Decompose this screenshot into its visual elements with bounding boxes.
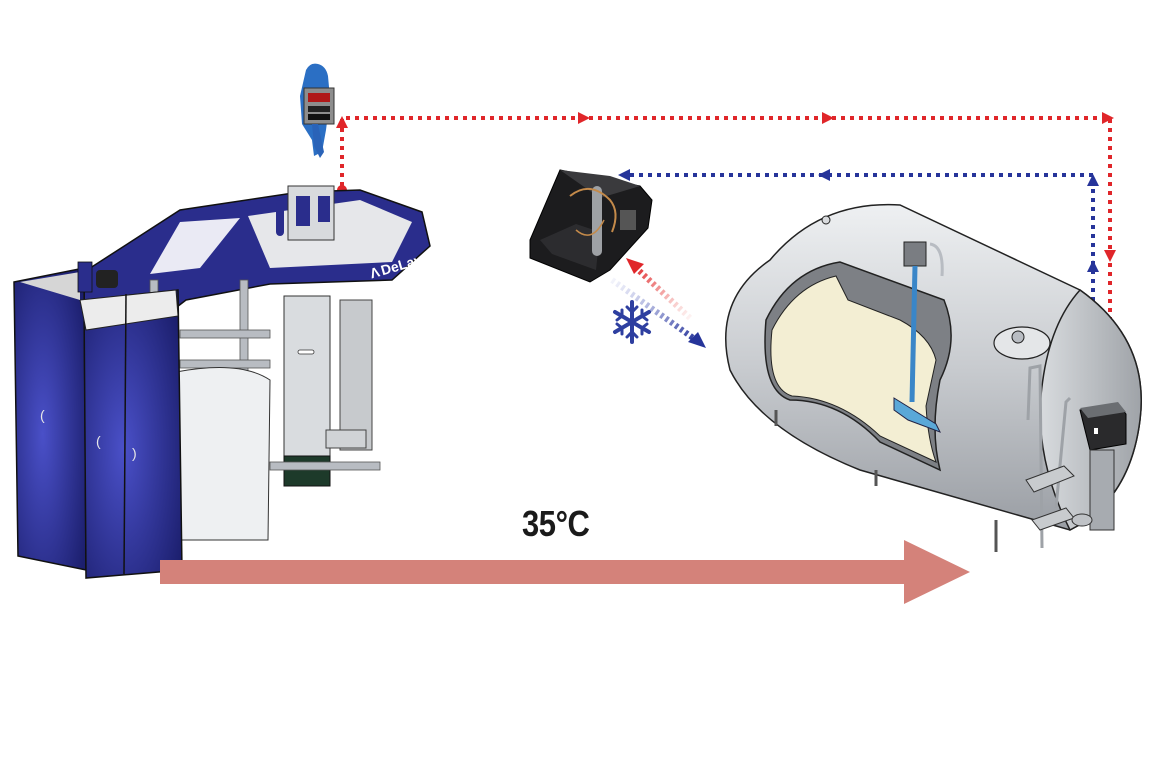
svg-text:(: ( [96,433,101,449]
snowflake-icon [613,300,651,344]
red-signal-line [340,116,1112,400]
milking-robot: ( ( ) [13,185,431,579]
bulk-tank [725,203,1142,552]
cooling-unit [529,169,653,283]
blue-arrowhead-tank [688,332,706,348]
svg-text:(: ( [40,407,45,423]
refrigerant-arrows [610,258,706,348]
milk-flow-arrow [160,540,970,604]
blue-arrowheads [618,169,1099,272]
milk-temperature-label: 35°C [522,503,590,544]
red-arrowhead-cooler [626,258,644,274]
svg-text:): ) [132,445,137,461]
milk-meter [300,63,335,158]
